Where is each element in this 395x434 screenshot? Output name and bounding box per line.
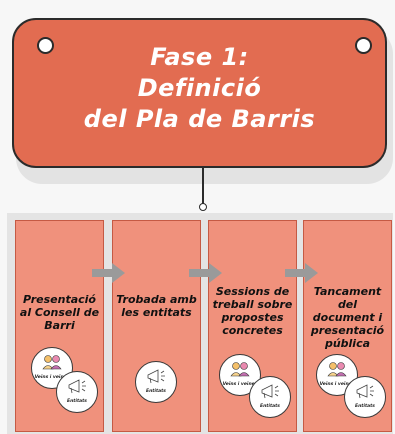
step-card-1: Presentació al Consell de Barri Veïns i … [15,220,104,432]
step-3-line-1: Sessions de [215,285,290,298]
entities-badge: Entitats [249,376,291,418]
entities-badge: Entitats [56,371,98,413]
megaphone-icon [147,369,165,384]
entities-badge: Entitats [135,361,177,403]
megaphone-icon [68,379,86,394]
step-3-line-2: treball sobre [212,298,293,311]
entities-badge-label: Entitats [67,399,87,404]
entities-badge: Entitats [344,376,386,418]
step-4-line-2: document i [312,311,383,324]
phase-title-line-3: del Pla de Barris [83,105,316,133]
arrow-right-icon [189,263,222,283]
sign-connector-dot [199,203,207,211]
step-card-2: Trobada amb les entitats Entitats [112,220,201,432]
step-label-2: Trobada amb les entitats [115,293,198,319]
sign-hole-right [355,37,372,54]
megaphone-icon [356,384,374,399]
step-2-line-1: Trobada amb [116,293,197,306]
residents-icon [327,362,347,377]
phase-title-line-2: Definició [137,74,262,102]
step-4-line-4: pública [324,337,371,350]
step-1-line-3: Barri [44,319,75,332]
sign-connector-line [202,168,204,206]
step-1-line-2: al Consell de [19,306,100,319]
step-3-line-3: propostes [221,311,284,324]
arrow-right-icon [92,263,125,283]
step-3-line-4: concretes [222,324,283,337]
step-1-line-1: Presentació [23,293,96,306]
step-card-3: Sessions de treball sobre propostes conc… [208,220,297,432]
step-label-1: Presentació al Consell de Barri [18,293,101,332]
entities-badge-label: Entitats [355,404,375,409]
sign-hole-left [37,37,54,54]
megaphone-icon [261,384,279,399]
residents-badge-label: Veïns i veïnes [222,382,258,387]
step-2-line-2: les entitats [121,306,192,319]
phase-title: Fase 1: Definició del Pla de Barris [14,42,385,135]
step-card-4: Tancament del document i presentació púb… [303,220,392,432]
arrow-right-icon [285,263,318,283]
step-label-4: Tancament del document i presentació púb… [306,285,389,350]
entities-badge-label: Entitats [260,404,280,409]
residents-badge-label: Veïns i veïnes [34,375,70,380]
phase-sign: Fase 1: Definició del Pla de Barris [12,18,387,168]
residents-icon [230,362,250,377]
entities-badge-label: Entitats [146,389,166,394]
phase-title-line-1: Fase 1: [150,43,249,71]
residents-badge-label: Veïns i veïnes [319,382,355,387]
residents-icon [42,355,62,370]
step-4-line-1: Tancament del [313,285,382,311]
step-label-3: Sessions de treball sobre propostes conc… [211,285,294,337]
step-4-line-3: presentació [310,324,385,337]
